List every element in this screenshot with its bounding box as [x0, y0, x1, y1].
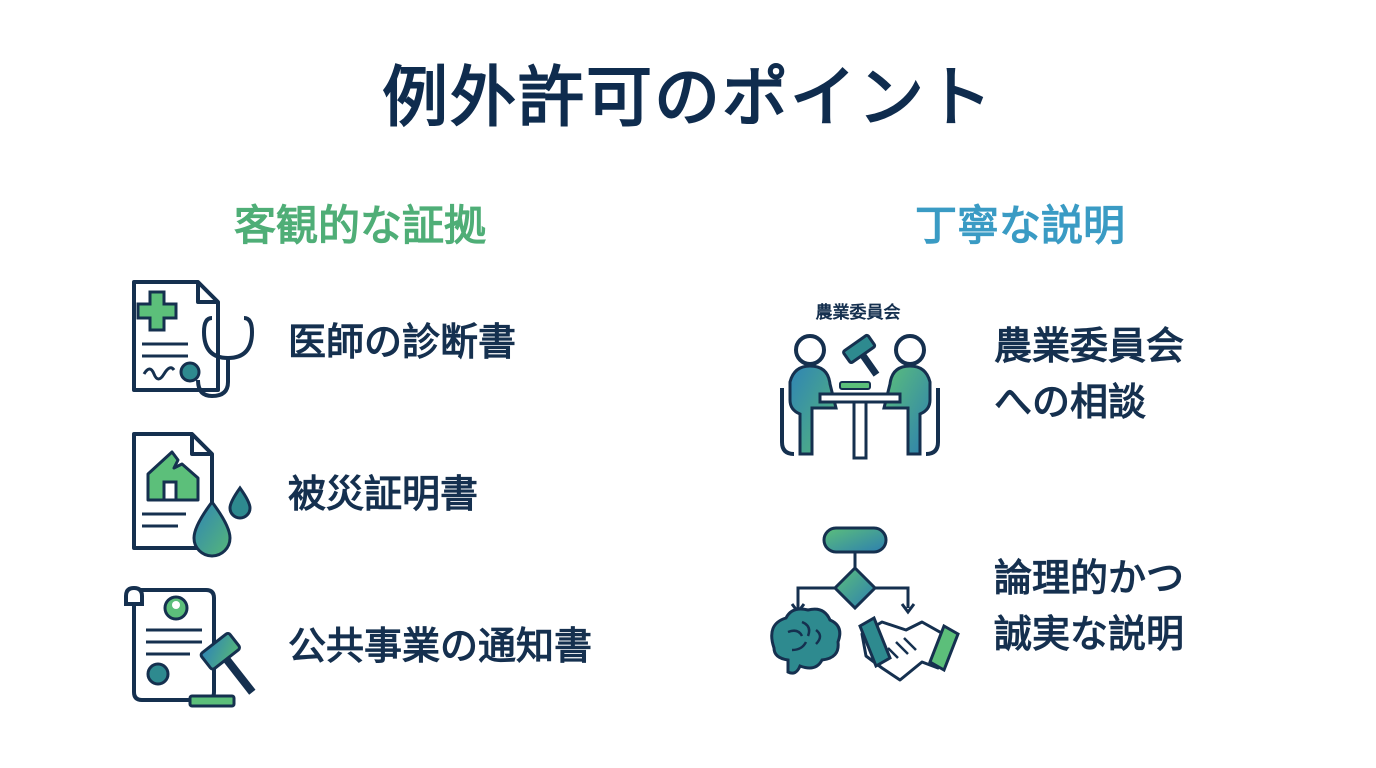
medical-certificate-icon — [132, 280, 255, 399]
logic-handshake-icon — [770, 526, 960, 682]
explanation-label-logic-line1: 論理的かつ — [994, 556, 1185, 600]
left-column-heading: 客観的な証拠 — [233, 201, 486, 250]
explanation-label-committee-line1: 農業委員会 — [994, 324, 1185, 368]
explanation-label-committee-line2: への相談 — [994, 380, 1147, 424]
evidence-label-public-works: 公共事業の通知書 — [288, 624, 593, 668]
disaster-certificate-icon — [132, 432, 252, 558]
committee-icon-caption: 農業委員会 — [815, 303, 901, 323]
evidence-label-medical: 医師の診断書 — [288, 320, 517, 364]
page-title: 例外許可のポイント — [382, 59, 994, 136]
right-column-heading: 丁寧な説明 — [914, 201, 1125, 250]
evidence-label-disaster: 被災証明書 — [288, 472, 479, 516]
committee-meeting-icon — [780, 333, 940, 460]
public-works-notice-icon — [124, 585, 256, 708]
explanation-label-logic-line2: 誠実な説明 — [994, 612, 1185, 656]
